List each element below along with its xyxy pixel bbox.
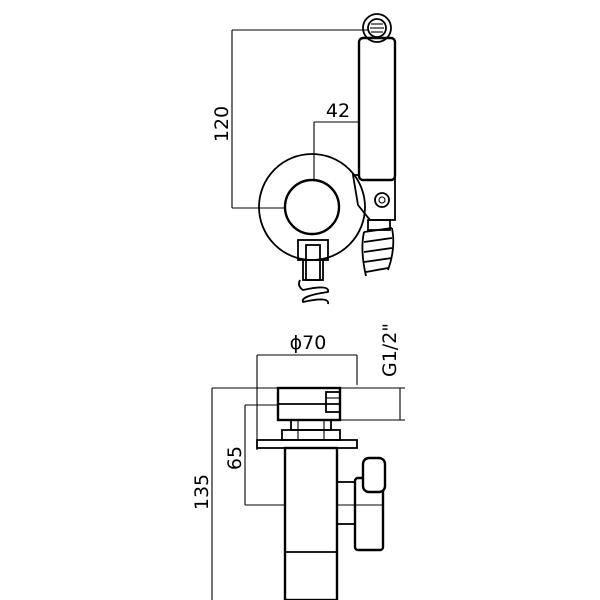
dim-label-65: 65 (224, 446, 246, 470)
dimension-135: 135 (191, 387, 278, 600)
hose-right (361, 219, 395, 277)
valve-nut (281, 419, 341, 441)
dimension-phi70: ϕ70 (256, 332, 358, 450)
side-view: ϕ70 G1/2" 65 135 (191, 323, 405, 600)
side-wall-plate (256, 439, 358, 449)
dimension-thread: G1/2" (340, 323, 405, 421)
hose-connector-left (297, 239, 329, 305)
dim-label-135: 135 (191, 474, 213, 510)
valve-head (276, 386, 342, 422)
dim-label-42: 42 (326, 100, 350, 122)
side-outlet (336, 456, 387, 552)
hand-shower (357, 13, 397, 182)
dim-label-120: 120 (211, 106, 233, 142)
valve-stem (283, 446, 339, 600)
top-view: 120 42 (211, 13, 397, 305)
dimension-120: 120 (211, 29, 368, 209)
valve-body-circle (283, 178, 341, 236)
dim-label-thread: G1/2" (379, 323, 401, 377)
dim-label-phi70: ϕ70 (290, 332, 327, 354)
